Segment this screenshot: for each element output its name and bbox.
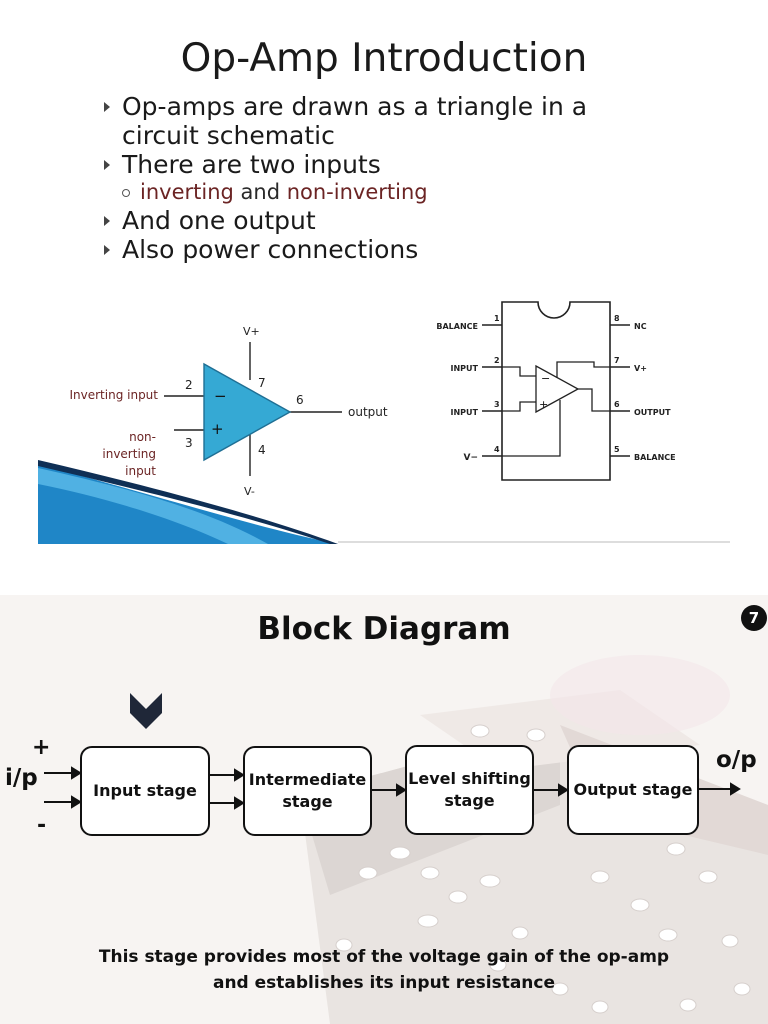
pin-2-label: 2 xyxy=(185,378,193,392)
slide-block-diagram: Block Diagram 7 + i/p - o/p Input stage … xyxy=(0,595,768,1024)
pin-6-label: 6 xyxy=(296,393,304,407)
triangle-bullet-icon xyxy=(104,102,110,112)
bullet-text: Op-amps are drawn as a triangle in a cir… xyxy=(122,92,588,150)
slide-gap xyxy=(0,545,768,595)
inverting-input-label: Inverting input xyxy=(69,388,158,402)
pin-output-label: OUTPUT xyxy=(634,408,671,417)
block-input-stage: Input stage xyxy=(80,746,210,836)
block-label: Output stage xyxy=(573,780,693,799)
bullet-text: There are two inputs xyxy=(122,150,381,179)
triangle-bullet-icon xyxy=(104,245,110,255)
figure-area: − + V+ V- Inverting input non- inverting… xyxy=(38,292,730,544)
bullet-item: There are two inputs xyxy=(104,150,664,179)
pin-number-8: 8 xyxy=(614,314,620,323)
bullet-text: And one output xyxy=(122,206,316,235)
caption-line-2: and establishes its input resistance xyxy=(212,973,556,993)
slide-title: Op-Amp Introduction xyxy=(180,36,588,81)
pin-nc-label: NC xyxy=(634,322,647,331)
output-label: o/p xyxy=(716,747,757,773)
circle-bullet-icon xyxy=(122,189,130,197)
noninverting-label-3: input xyxy=(125,464,156,478)
pin-4-label: 4 xyxy=(258,443,266,457)
op-amp-figures: − + V+ V- Inverting input non- inverting… xyxy=(38,301,730,544)
block-label: Input stage xyxy=(93,781,197,800)
v-plus-label: V+ xyxy=(243,325,260,338)
sub-bullet-inverting: inverting xyxy=(140,180,234,204)
bullet-text: Also power connections xyxy=(122,235,419,264)
sub-bullet-noninverting: non-inverting xyxy=(286,180,428,204)
minus-sign: - xyxy=(37,813,47,838)
pin-number-4: 4 xyxy=(494,445,500,454)
ic-pinout-diagram: − + BALANCE INPUT INPUT V− NC V+ OUTPUT … xyxy=(436,301,676,481)
pin-number-5: 5 xyxy=(614,445,620,454)
decorative-swoosh xyxy=(38,460,730,544)
bullet-list: Op-amps are drawn as a triangle in a cir… xyxy=(104,92,664,264)
ic-plus-sign: + xyxy=(539,398,548,411)
v-minus-label: V- xyxy=(244,485,255,498)
pin-number-1: 1 xyxy=(494,314,500,323)
op-amp-symbol: − + V+ V- Inverting input non- inverting… xyxy=(69,325,387,498)
sub-bullet-item: inverting and non-inverting xyxy=(104,179,664,206)
triangle-bullet-icon xyxy=(104,216,110,226)
triangle-bullet-icon xyxy=(104,160,110,170)
noninverting-label-2: inverting xyxy=(102,447,156,461)
plus-sign: + xyxy=(211,420,224,438)
pin-3-label: 3 xyxy=(185,436,193,450)
chevron-down-icon xyxy=(130,693,162,729)
ic-minus-sign: − xyxy=(541,372,550,385)
pin-input-1-label: INPUT xyxy=(451,364,479,373)
bullet-item: And one output xyxy=(104,206,664,235)
caption-line-1: This stage provides most of the voltage … xyxy=(98,947,670,967)
pin-number-7: 7 xyxy=(614,356,620,365)
op-amp-triangle xyxy=(203,362,292,462)
pin-number-6: 6 xyxy=(614,400,620,409)
plus-sign: + xyxy=(32,735,51,760)
bullet-item: Op-amps are drawn as a triangle in a cir… xyxy=(104,92,664,150)
pin-balance-left-label: BALANCE xyxy=(436,322,478,331)
pin-v-plus-label: V+ xyxy=(634,364,647,373)
minus-sign: − xyxy=(214,387,227,405)
pin-input-2-label: INPUT xyxy=(451,408,479,417)
output-label: output xyxy=(348,405,388,419)
pin-v-minus-label: V− xyxy=(463,453,478,463)
pin-number-3: 3 xyxy=(494,400,500,409)
ic-package-outline xyxy=(501,301,611,481)
block-output-stage: Output stage xyxy=(567,745,699,835)
sub-bullet-and: and xyxy=(233,180,287,204)
input-label: i/p xyxy=(5,765,38,791)
pin-balance-right-label: BALANCE xyxy=(634,453,676,462)
pin-number-2: 2 xyxy=(494,356,500,365)
bullet-item: Also power connections xyxy=(104,235,664,264)
page-number-badge: 7 xyxy=(741,605,767,631)
noninverting-label-1: non- xyxy=(129,430,156,444)
slide-title: Block Diagram xyxy=(257,611,511,647)
block-caption: This stage provides most of the voltage … xyxy=(60,944,708,996)
pin-7-label: 7 xyxy=(258,376,266,390)
slide-op-amp-introduction: Op-Amp Introduction Op-amps are drawn as… xyxy=(38,36,730,544)
